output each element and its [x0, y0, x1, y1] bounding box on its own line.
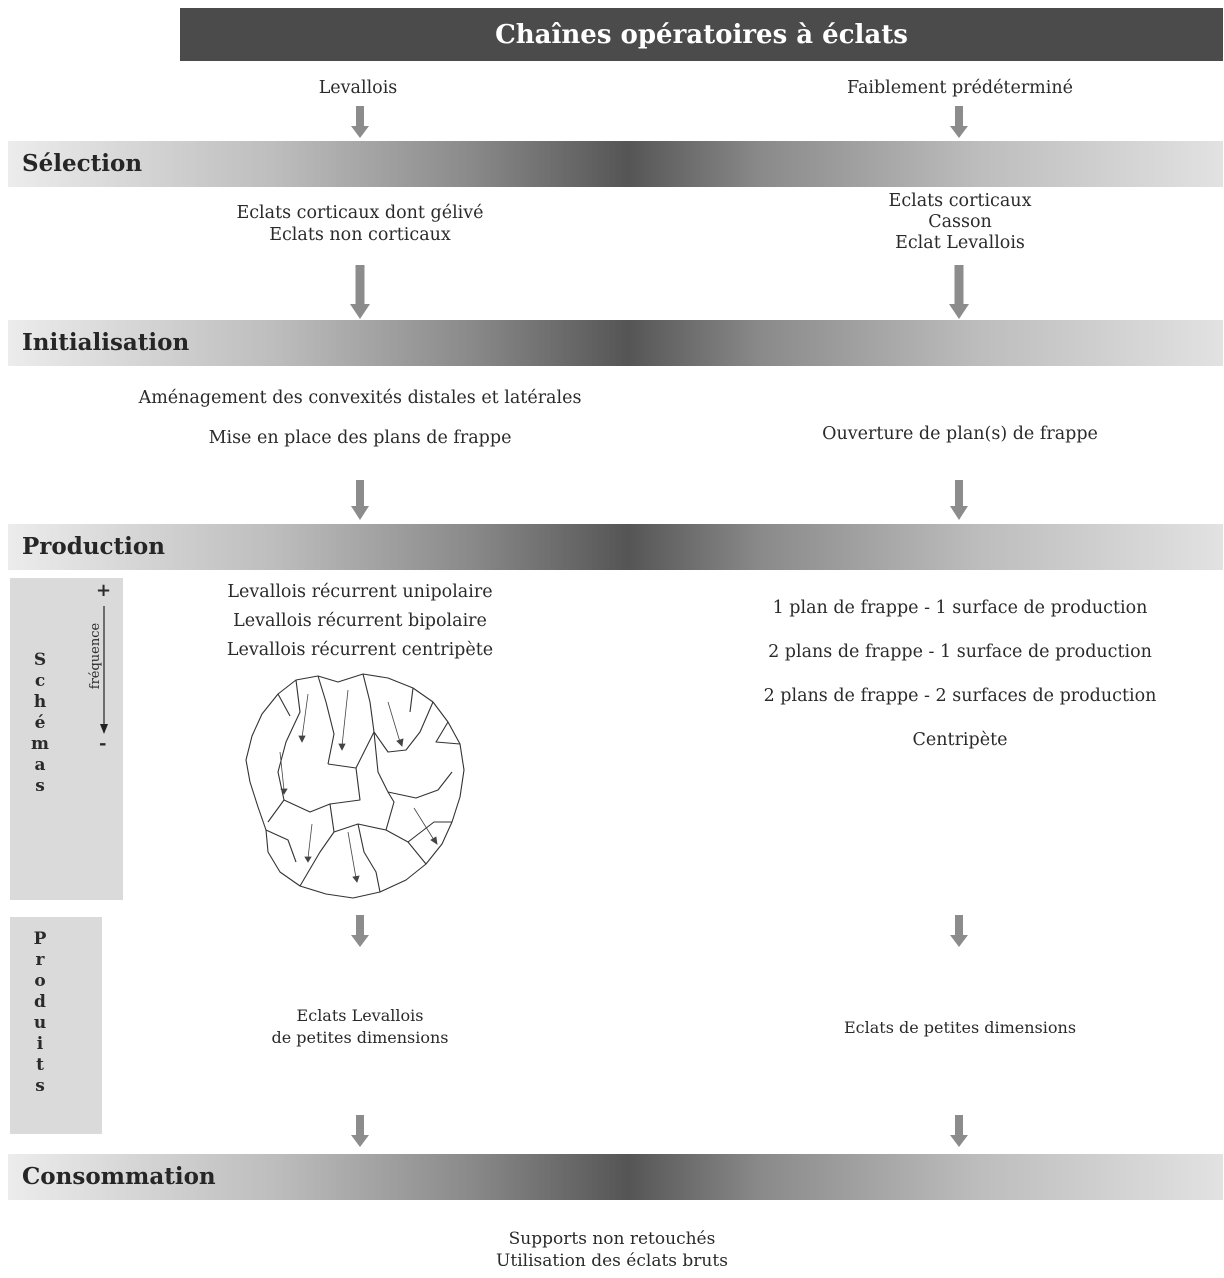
produits-side-box: P r o d u i t s [10, 917, 102, 1134]
down-arrow-icon [950, 1115, 968, 1147]
text-line: Eclats non corticaux [269, 225, 451, 245]
schema-item: 1 plan de frappe - 1 surface de producti… [772, 598, 1148, 618]
stage-label-consommation: Consommation [22, 1163, 216, 1190]
schemas-side-box: S c h é m a s + - fréquence [10, 578, 123, 900]
stage-label-selection: Sélection [22, 150, 143, 177]
label-letter: s [35, 1076, 45, 1096]
down-arrow-icon [950, 480, 968, 520]
schema-item: 2 plans de frappe - 1 surface de product… [768, 642, 1152, 662]
produits-vertical-label: P r o d u i t s [30, 929, 50, 1097]
label-letter: i [36, 1034, 44, 1054]
frequence-label: fréquence [88, 622, 103, 690]
down-arrow-icon [351, 106, 369, 138]
initialisation-right-text: Ouverture de plan(s) de frappe [822, 424, 1098, 444]
text-line: Supports non retouchés [508, 1229, 716, 1249]
stage-band-production: Production [8, 524, 1223, 570]
initialisation-left-line-1: Aménagement des convexités distales et l… [138, 388, 582, 408]
selection-right-text: Eclats corticaux Casson Eclat Levallois [810, 191, 1110, 254]
label-letter: a [34, 755, 46, 775]
schema-item: Levallois récurrent centripète [226, 640, 494, 660]
text-line: Eclat Levallois [895, 233, 1025, 253]
frequence-plus: + [96, 580, 112, 601]
label-letter: d [34, 992, 46, 1012]
down-arrow-icon [351, 480, 369, 520]
produits-left-text: Eclats Levallois de petites dimensions [210, 1005, 510, 1049]
schemas-right-list: 1 plan de frappe - 1 surface de producti… [710, 586, 1210, 762]
text-line: de petites dimensions [271, 1028, 449, 1047]
stage-band-selection: Sélection [8, 141, 1223, 187]
text-line: Utilisation des éclats bruts [496, 1251, 728, 1271]
produits-right-text: Eclats de petites dimensions [843, 1018, 1077, 1037]
schema-item: Centripète [912, 730, 1008, 750]
initialisation-left-line-2: Mise en place des plans de frappe [208, 428, 512, 448]
stage-label-initialisation: Initialisation [22, 329, 190, 356]
schema-item: Levallois récurrent bipolaire [233, 611, 487, 631]
text-line: Eclats Levallois [296, 1006, 424, 1025]
label-letter: é [34, 713, 46, 733]
label-letter: h [33, 692, 47, 712]
down-arrow-icon [950, 915, 968, 947]
schemas-vertical-label: S c h é m a s [30, 650, 50, 797]
consommation-text: Supports non retouchés Utilisation des é… [412, 1228, 812, 1272]
label-letter: s [35, 776, 45, 796]
diagram-title: Chaînes opératoires à éclats [180, 8, 1223, 61]
down-arrow-icon [949, 265, 969, 319]
label-letter: t [36, 1055, 44, 1075]
down-arrow-icon [351, 1115, 369, 1147]
stage-band-consommation: Consommation [8, 1154, 1223, 1200]
schema-item: Levallois récurrent unipolaire [227, 582, 493, 602]
stage-label-production: Production [22, 533, 165, 560]
frequence-arrow-icon [100, 606, 108, 734]
levallois-core-drawing [245, 673, 465, 899]
text-line: Casson [928, 212, 992, 232]
stage-band-initialisation: Initialisation [8, 320, 1223, 366]
label-letter: r [35, 950, 45, 970]
down-arrow-icon [351, 915, 369, 947]
label-letter: m [31, 734, 49, 754]
schemas-left-list: Levallois récurrent unipolaire Levallois… [160, 578, 560, 665]
schema-item: 2 plans de frappe - 2 surfaces de produc… [763, 686, 1157, 706]
down-arrow-icon [950, 106, 968, 138]
label-letter: S [33, 650, 47, 670]
text-line: Eclats corticaux [888, 191, 1032, 211]
column-header-faiblement-predetermine: Faiblement prédéterminé [846, 78, 1073, 98]
label-letter: u [33, 1013, 47, 1033]
column-header-levallois: Levallois [318, 78, 398, 98]
selection-left-text: Eclats corticaux dont gélivé Eclats non … [160, 202, 560, 246]
label-letter: c [34, 671, 46, 691]
text-line: Eclats corticaux dont gélivé [236, 203, 484, 223]
label-letter: o [34, 971, 46, 991]
frequence-minus: - [99, 733, 107, 754]
down-arrow-icon [350, 265, 370, 319]
label-letter: P [33, 929, 47, 949]
